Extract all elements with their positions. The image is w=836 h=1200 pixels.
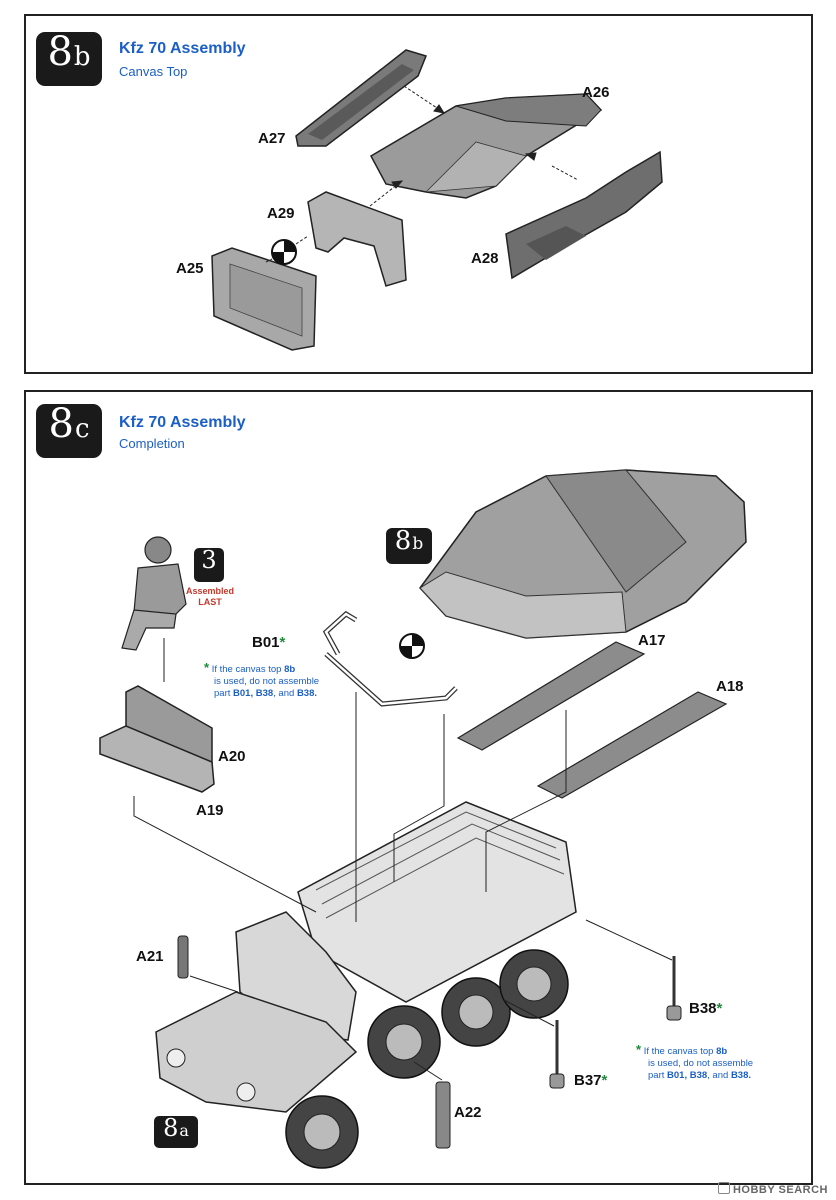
- asterisk-mark: *: [716, 1000, 723, 1017]
- note-line: , and: [707, 1070, 731, 1081]
- cement-glue-icon: [271, 239, 297, 265]
- ref-letter: b: [412, 534, 424, 554]
- label-b38: B38*: [689, 1000, 722, 1017]
- note-line: part: [214, 688, 234, 699]
- label-b01: B01*: [252, 634, 285, 651]
- part-a20-a19-seat-drawing: [99, 685, 215, 793]
- ref-letter: a: [179, 1121, 189, 1140]
- step-8c-subtitle: Completion: [119, 436, 185, 451]
- part-a18-board-drawing: [536, 691, 728, 799]
- note-step-ref: 8b: [284, 664, 296, 675]
- note-line: is used, do not assemble: [648, 1058, 754, 1069]
- part-a21-drawing: [177, 935, 189, 979]
- label-b01-text: B01: [252, 634, 280, 651]
- step-8b-title: Kfz 70 Assembly: [119, 40, 246, 57]
- assembled-last-note: Assembled LAST: [184, 586, 236, 608]
- watermark-text: HOBBY SEARCH: [732, 1184, 828, 1196]
- note-line: If the canvas top: [211, 664, 285, 675]
- label-a27: A27: [258, 130, 286, 147]
- label-b38-text: B38: [689, 1000, 717, 1017]
- hobby-search-watermark: HOBBY SEARCH: [717, 1182, 828, 1196]
- ref-number: 8: [394, 526, 412, 556]
- last-text: LAST: [198, 597, 222, 607]
- label-a17: A17: [638, 632, 666, 649]
- note-line: is used, do not assemble: [214, 676, 320, 687]
- cement-glue-icon: [399, 633, 425, 659]
- part-b01-frame-drawing: [322, 610, 458, 707]
- ref-step-3-badge: 3: [194, 548, 224, 582]
- part-a29-drawing: [307, 191, 407, 287]
- label-a21: A21: [136, 948, 164, 965]
- label-b37-text: B37: [574, 1072, 602, 1089]
- asterisk-mark: *: [279, 634, 286, 651]
- part-b01-frame-outline: [324, 612, 457, 706]
- note-line: If the canvas top: [643, 1046, 717, 1057]
- vehicle-completion-diagram: [99, 469, 747, 1169]
- part-a27-drawing: [295, 49, 428, 147]
- asterisk-mark: *: [204, 660, 210, 675]
- assembly-arrows: [265, 85, 579, 263]
- label-b37: B37*: [574, 1072, 607, 1089]
- watermark-logo-icon: [717, 1182, 730, 1194]
- step-number: 8: [47, 29, 73, 75]
- label-a26: A26: [582, 84, 610, 101]
- note-parts: B01, B38: [233, 688, 274, 699]
- seated-soldier-figure: [121, 536, 187, 651]
- label-a28: A28: [471, 250, 499, 267]
- note-step-ref: 8b: [716, 1046, 728, 1057]
- label-a25: A25: [176, 260, 204, 277]
- step-8c-title: Kfz 70 Assembly: [119, 414, 246, 431]
- ref-number: 3: [201, 546, 217, 574]
- part-a22-drawing: [435, 1081, 451, 1149]
- canvas-top-note-right: * If the canvas top 8b is used, do not a…: [636, 1042, 786, 1082]
- label-a18: A18: [716, 678, 744, 695]
- note-parts: B38.: [730, 1070, 752, 1081]
- assembly-leader-lines: [133, 638, 673, 1081]
- note-line: part: [648, 1070, 668, 1081]
- part-b38-drawing: [666, 956, 682, 1021]
- label-a20: A20: [218, 748, 246, 765]
- canvas-top-exploded-diagram: [211, 49, 663, 351]
- part-a25-drawing: [211, 247, 317, 351]
- note-line: , and: [273, 688, 297, 699]
- label-a19: A19: [196, 802, 224, 819]
- note-parts: B38.: [296, 688, 318, 699]
- step-8b-subtitle: Canvas Top: [119, 64, 188, 79]
- part-a26-drawing: [369, 93, 603, 199]
- note-parts: B01, B38: [667, 1070, 708, 1081]
- asterisk-mark: *: [636, 1042, 642, 1057]
- step-letter: c: [74, 414, 90, 444]
- step-letter: b: [73, 42, 91, 72]
- part-a28-drawing: [505, 150, 663, 280]
- assembled-canvas-top-drawing: [419, 469, 747, 639]
- asterisk-mark: *: [601, 1072, 608, 1089]
- part-b37-drawing: [549, 1020, 565, 1089]
- part-a17-board-drawing: [456, 641, 646, 751]
- assembled-text: Assembled: [185, 586, 235, 596]
- ref-number: 8: [163, 1114, 179, 1142]
- label-a22: A22: [454, 1104, 482, 1121]
- truck-body-drawing: [155, 801, 577, 1169]
- canvas-top-note-left: * If the canvas top 8b is used, do not a…: [204, 660, 344, 700]
- step-number: 8: [48, 401, 74, 447]
- label-a29: A29: [267, 205, 295, 222]
